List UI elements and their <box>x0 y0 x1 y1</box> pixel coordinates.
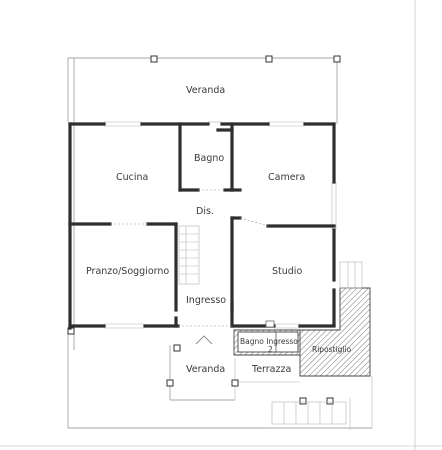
pillar <box>326 397 334 405</box>
room-label-veranda-bottom: Veranda <box>186 364 225 375</box>
staircase <box>178 225 200 285</box>
room-label-bagno-ingresso: Bagno Ingresso <box>240 337 298 346</box>
hatched-addition <box>233 287 371 377</box>
entrance-arrow-icon <box>195 335 213 345</box>
veranda-pillars <box>67 55 341 405</box>
room-label-cucina: Cucina <box>116 172 148 183</box>
pillar <box>166 379 174 387</box>
room-label-dis: Dis. <box>196 206 214 217</box>
door-openings <box>110 189 269 327</box>
interior-walls <box>68 122 336 328</box>
pillar <box>173 344 181 352</box>
room-label-studio: Studio <box>272 266 302 277</box>
room-label-pranzo-soggiorno: Pranzo/Soggiorno <box>86 266 169 277</box>
pillar <box>265 55 273 63</box>
room-label-ingresso: Ingresso <box>186 295 226 306</box>
pillar <box>150 55 158 63</box>
pillar <box>231 379 239 387</box>
room-label-bagno: Bagno <box>194 153 224 164</box>
veranda-outline <box>67 57 372 429</box>
outside-structures <box>271 261 373 430</box>
pillar <box>299 397 307 405</box>
pillar <box>333 55 341 63</box>
room-label-terrazza: Terrazza <box>251 364 291 375</box>
windows <box>104 121 337 329</box>
room-label-veranda-top: Veranda <box>186 85 225 96</box>
hatch-marker: 2 <box>268 345 273 354</box>
room-label-camera: Camera <box>268 172 305 183</box>
room-label-ripostiglio: Ripostiglio <box>312 345 352 354</box>
